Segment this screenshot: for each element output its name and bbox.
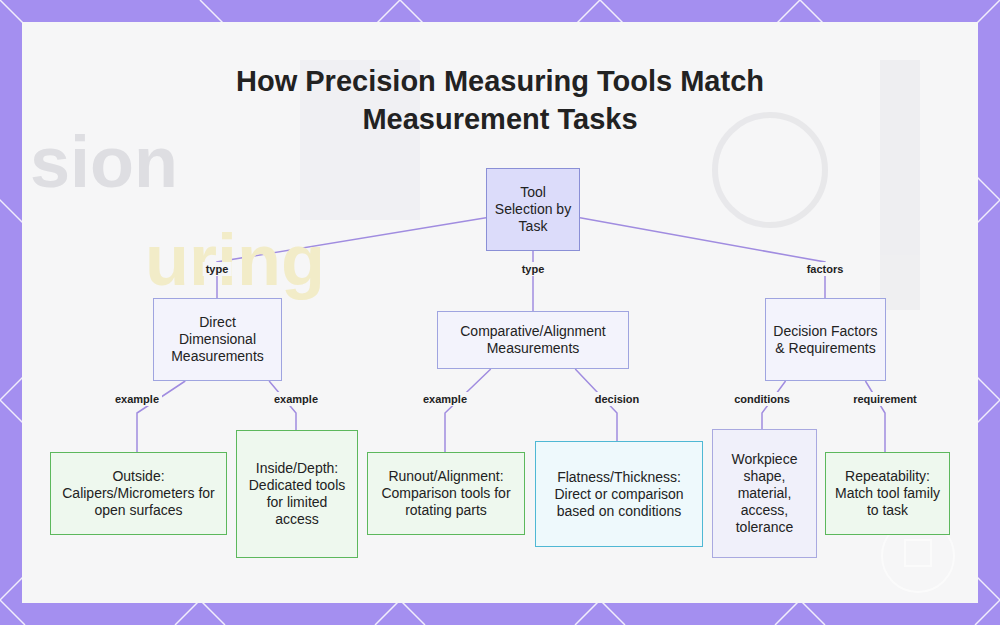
connector-line (532, 251, 534, 311)
node-label: Repeatability: Match tool family to task (832, 468, 943, 519)
node-label: Tool Selection by Task (493, 184, 573, 235)
edge-label: example (112, 392, 162, 406)
example-box: Outside: Calipers/Micrometers for open s… (50, 452, 227, 535)
diagram-title: How Precision Measuring Tools Match Meas… (200, 62, 800, 138)
category-box: Comparative/Alignment Measurements (437, 311, 629, 369)
edge-label: requirement (850, 392, 920, 406)
background-text: uring (145, 220, 325, 300)
connector-line (445, 369, 491, 452)
root-box: Tool Selection by Task (486, 168, 580, 251)
decision-box: Flatness/Thickness: Direct or comparison… (535, 441, 703, 547)
edge-label: example (420, 392, 470, 406)
category-box: Decision Factors & Requirements (765, 298, 886, 381)
node-label: Outside: Calipers/Micrometers for open s… (57, 468, 220, 519)
edge-label: conditions (731, 392, 793, 406)
node-label: Direct Dimensional Measurements (160, 314, 275, 365)
node-label: Comparative/Alignment Measurements (444, 323, 622, 357)
node-label: Runout/Alignment: Comparison tools for r… (374, 468, 518, 519)
connector-line (580, 218, 825, 298)
requirement-box: Repeatability: Match tool family to task (825, 452, 950, 535)
edge-label: factors (804, 262, 847, 276)
edge-label: example (271, 392, 321, 406)
node-label: Inside/Depth: Dedicated tools for limite… (243, 460, 351, 528)
example-box: Inside/Depth: Dedicated tools for limite… (236, 430, 358, 558)
background-illustration (300, 60, 920, 310)
category-box: Direct Dimensional Measurements (153, 298, 282, 381)
node-label: Decision Factors & Requirements (772, 323, 879, 357)
node-label: Workpiece shape, material, access, toler… (719, 451, 810, 536)
panel (22, 22, 978, 603)
example-box: Runout/Alignment: Comparison tools for r… (367, 452, 525, 535)
edge-label: decision (592, 392, 643, 406)
edge-label: type (203, 262, 232, 276)
node-label: Flatness/Thickness: Direct or comparison… (542, 469, 696, 520)
edge-label: type (519, 262, 548, 276)
condition-box: Workpiece shape, material, access, toler… (712, 429, 817, 558)
background-text: sion (30, 122, 178, 202)
